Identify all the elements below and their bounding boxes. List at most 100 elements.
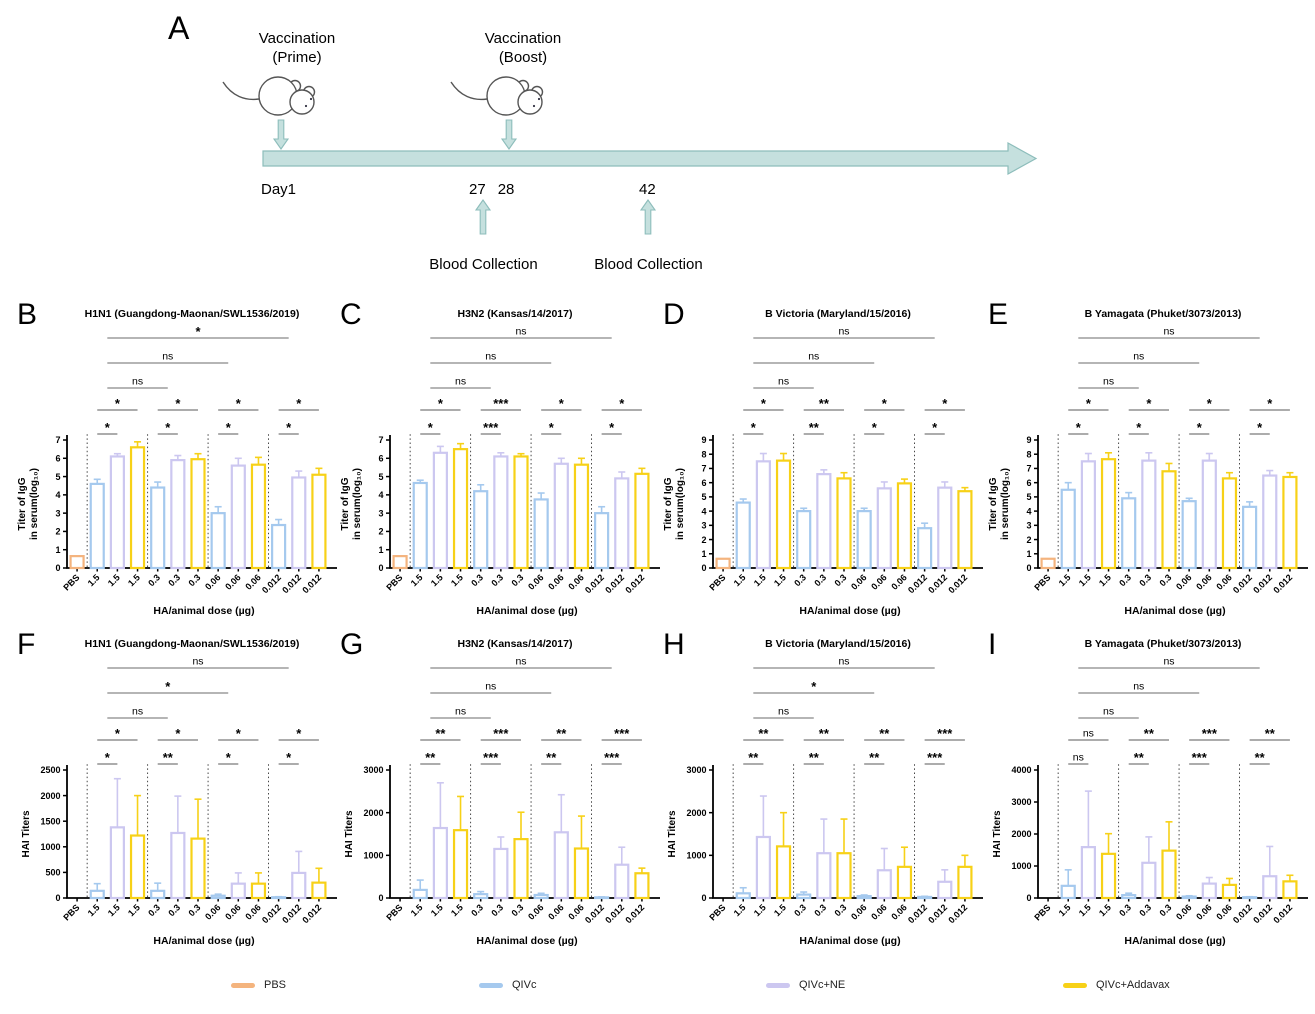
bar [250, 463, 267, 570]
x-tick-label: 0.012 [583, 572, 606, 595]
legend-label: QIVc [512, 979, 537, 991]
y-tick-label: 2000 [363, 808, 383, 818]
x-tick-label: PBS [384, 572, 404, 592]
sig-label: ns [1083, 728, 1094, 740]
bar [775, 845, 792, 900]
sig-label: ** [556, 726, 567, 741]
sig-label: ** [163, 750, 174, 765]
bar [190, 458, 206, 570]
bar [755, 460, 771, 570]
bar [1100, 852, 1117, 900]
sig-label: * [296, 726, 302, 741]
chart-title: H3N2 (Kansas/14/2017) [457, 308, 573, 320]
timeline-graphic [222, 76, 1038, 235]
bar [513, 455, 529, 570]
x-tick-label: PBS [61, 572, 81, 592]
x-tick-label: 0.012 [1231, 572, 1254, 595]
y-tick-label: 5 [1026, 492, 1031, 502]
y-tick-label: 4 [701, 506, 706, 516]
bar [1141, 861, 1157, 900]
x-tick-label: 0.06 [1174, 902, 1193, 921]
x-axis-label: HA/animal dose (µg) [153, 935, 254, 947]
bar [1161, 470, 1177, 570]
x-tick-label: 0.012 [260, 902, 283, 925]
x-tick-label: 0.012 [906, 572, 929, 595]
y-tick-label: 3 [1026, 521, 1031, 531]
bar [230, 464, 246, 570]
sig-label: ** [1265, 726, 1276, 741]
bar [836, 852, 852, 900]
x-tick-label: 1.5 [1057, 572, 1073, 588]
sig-label: * [1076, 420, 1082, 435]
boost-label-line1: Vaccination [484, 30, 562, 47]
bar [1181, 895, 1197, 900]
y-axis-label: in serum(log₁₀) [352, 468, 363, 540]
sig-label: ns [162, 351, 173, 363]
sig-label: * [932, 420, 938, 435]
chart-title: B Victoria (Maryland/15/2016) [765, 638, 911, 650]
sig-label: *** [1192, 750, 1208, 765]
day27-label: 27 [469, 181, 486, 198]
panel-f-hai-h1n1: F H1N1 (Guangdong-Maonan/SWL1536/2019) 0… [15, 630, 341, 960]
y-tick-label: 2000 [686, 808, 706, 818]
bar [553, 831, 569, 900]
x-tick-label: 1.5 [126, 572, 142, 588]
chart-title: B Victoria (Maryland/15/2016) [765, 308, 911, 320]
y-tick-label: 4 [55, 490, 60, 500]
bar [432, 826, 448, 900]
sig-label: * [1086, 396, 1092, 411]
panel-letter: D [663, 298, 685, 331]
bar [392, 555, 408, 570]
x-tick-label: 1.5 [86, 572, 102, 588]
y-tick-label: 1 [378, 545, 383, 555]
panel-letter: G [340, 628, 364, 661]
sig-label: *** [483, 750, 499, 765]
bar [1181, 500, 1197, 570]
sig-label: * [165, 679, 171, 694]
sig-label: ns [1133, 681, 1144, 693]
bar [856, 894, 872, 900]
y-tick-label: 0 [55, 893, 60, 903]
y-tick-label: 0 [701, 893, 706, 903]
x-tick-label: 0.06 [1194, 902, 1213, 921]
bar [473, 893, 489, 900]
bar [735, 892, 751, 900]
x-tick-label: 0.3 [1117, 902, 1133, 918]
y-tick-label: 1 [701, 549, 706, 559]
y-tick-label: 4 [1026, 506, 1031, 516]
sig-label: ns [1163, 326, 1174, 338]
sig-label: * [559, 396, 565, 411]
y-axis-label: HAI Titers [21, 810, 32, 857]
panel-letter: C [340, 298, 362, 331]
x-tick-label: 0.3 [792, 572, 808, 588]
chart-title: H1N1 (Guangdong-Maonan/SWL1536/2019) [84, 308, 300, 320]
chart-title: H1N1 (Guangdong-Maonan/SWL1536/2019) [84, 638, 300, 650]
bar [271, 523, 287, 570]
sig-label: *** [937, 726, 953, 741]
sig-label: ** [879, 726, 890, 741]
sig-label: ** [435, 726, 446, 741]
bar [634, 872, 650, 900]
y-tick-label: 3000 [363, 765, 383, 775]
sig-label: ** [1134, 750, 1145, 765]
bar [311, 473, 327, 570]
bar [533, 498, 549, 570]
bar [937, 880, 953, 900]
x-tick-label: 0.3 [832, 902, 848, 918]
x-axis-label: HA/animal dose (µg) [476, 935, 577, 947]
x-tick-label: 0.012 [1251, 902, 1274, 925]
mouse-icon [222, 76, 316, 116]
bar [573, 463, 590, 570]
bar [1161, 849, 1177, 900]
y-tick-label: 1 [1026, 549, 1031, 559]
bar [109, 826, 125, 900]
sig-label: ns [778, 376, 789, 388]
legend-swatch-pbs [231, 982, 255, 988]
y-axis-label: in serum(log₁₀) [675, 468, 686, 540]
bar [1141, 459, 1157, 570]
x-tick-label: 1.5 [86, 902, 102, 918]
x-tick-label: 0.06 [526, 572, 545, 591]
x-tick-label: 0.012 [603, 902, 626, 925]
